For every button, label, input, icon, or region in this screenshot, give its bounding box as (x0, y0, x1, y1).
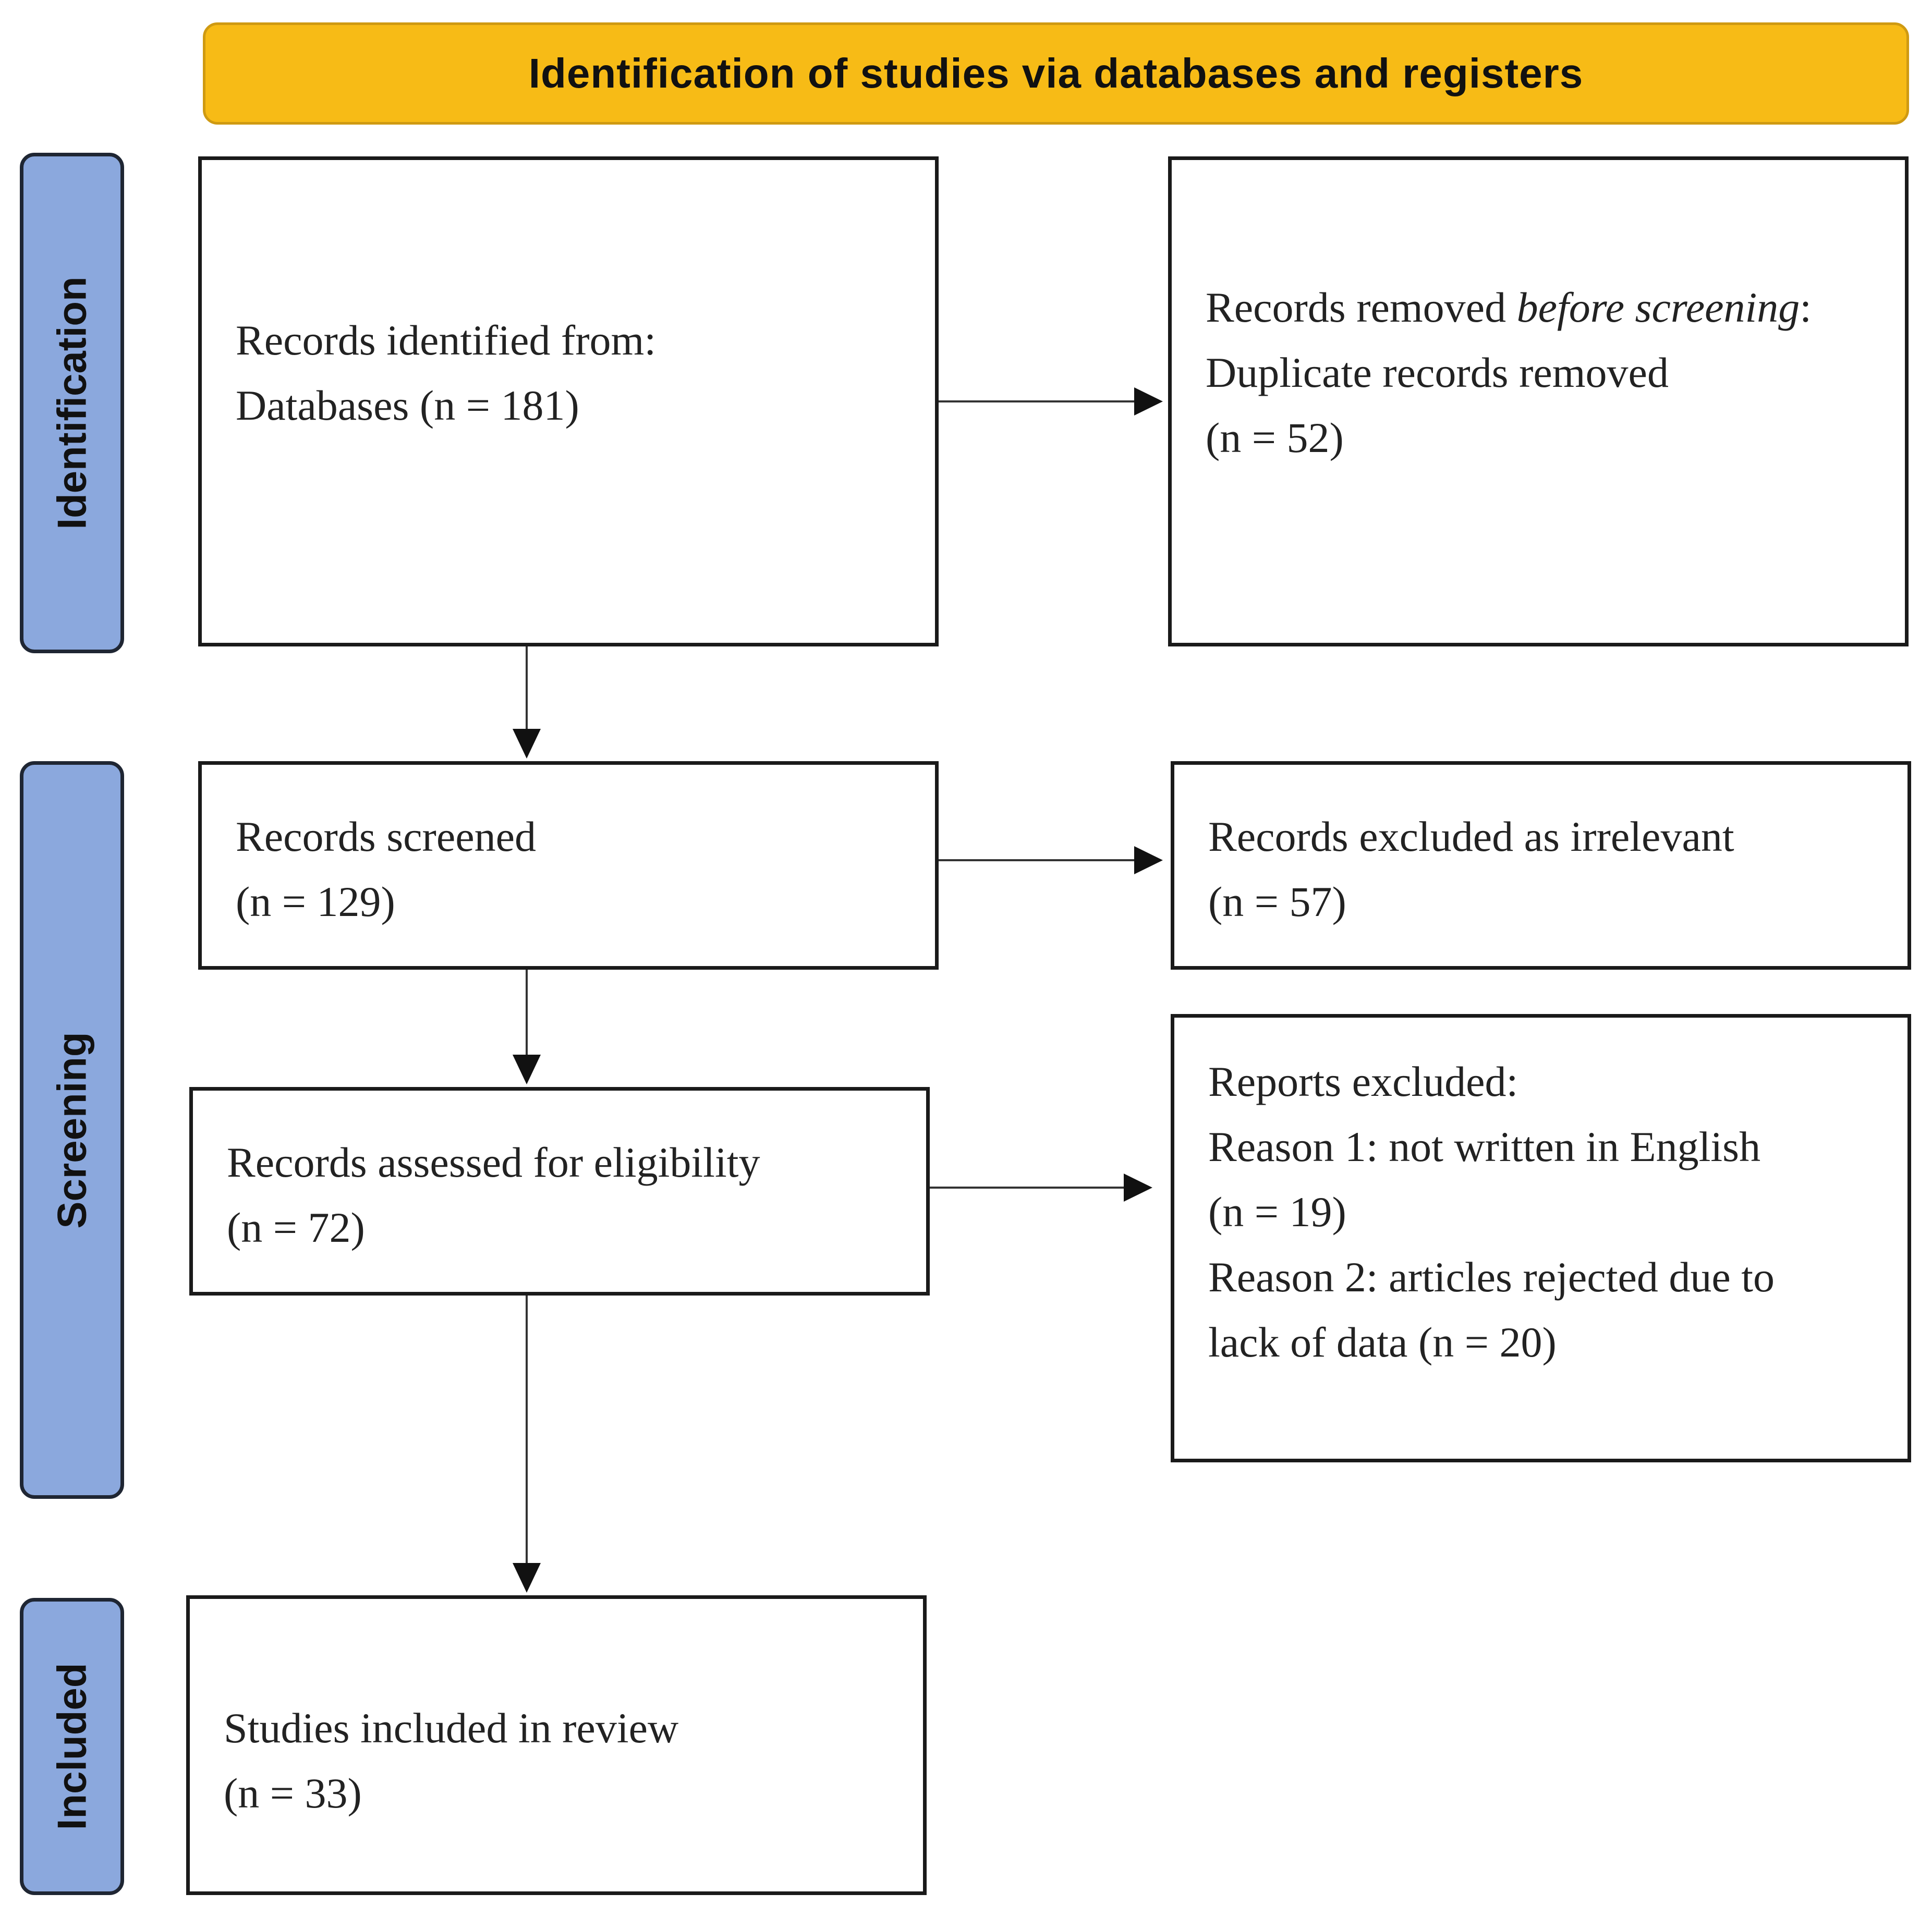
records-assessed-line1: Records assessed for eligibility (227, 1139, 760, 1186)
records-screened-line1: Records screened (236, 813, 537, 860)
records-assessed-box: Records assessed for eligibility (n = 72… (189, 1087, 930, 1296)
records-excluded-line1: Records excluded as irrelevant (1208, 813, 1734, 860)
records-removed-line1-em: before screening (1516, 284, 1800, 331)
records-identified-line2: Databases (n = 181) (236, 382, 579, 429)
records-removed-line3: (n = 52) (1206, 414, 1344, 461)
reports-excluded-line4: Reason 2: articles rejected due to (1208, 1253, 1775, 1301)
stage-included: Included (20, 1598, 124, 1895)
arrowhead-excluded (1134, 846, 1163, 874)
records-assessed-line2: (n = 72) (227, 1204, 365, 1251)
records-removed-box: Records removed before screening: Duplic… (1168, 156, 1909, 646)
reports-excluded-line3: (n = 19) (1208, 1188, 1346, 1236)
records-excluded-line2: (n = 57) (1208, 878, 1346, 925)
records-identified-line1: Records identified from: (236, 316, 657, 364)
studies-included-line2: (n = 33) (224, 1769, 362, 1817)
studies-included-line1: Studies included in review (224, 1704, 679, 1752)
arrowhead-screened (513, 729, 541, 759)
arrowhead-removed (1134, 387, 1163, 416)
reports-excluded-line5: lack of data (n = 20) (1208, 1318, 1557, 1366)
stage-identification: Identification (20, 153, 124, 653)
records-screened-box: Records screened (n = 129) (198, 761, 939, 970)
reports-excluded-line1: Reports excluded: (1208, 1058, 1518, 1105)
stage-screening: Screening (20, 761, 124, 1499)
studies-included-box: Studies included in review (n = 33) (186, 1595, 927, 1895)
arrowhead-assessed (513, 1055, 541, 1084)
records-removed-line1-post: : (1800, 284, 1812, 331)
reports-excluded-line2: Reason 1: not written in English (1208, 1123, 1761, 1170)
arrowhead-reports-excluded (1124, 1174, 1152, 1202)
records-removed-line2: Duplicate records removed (1206, 349, 1669, 396)
records-removed-line1-pre: Records removed (1206, 284, 1517, 331)
identification-banner: Identification of studies via databases … (203, 22, 1909, 125)
records-screened-line2: (n = 129) (236, 878, 395, 925)
arrowhead-included (513, 1563, 541, 1593)
records-removed-line1: Records removed before screening: (1206, 275, 1889, 340)
reports-excluded-box: Reports excluded: Reason 1: not written … (1171, 1014, 1911, 1462)
records-excluded-box: Records excluded as irrelevant (n = 57) (1171, 761, 1911, 970)
records-identified-box: Records identified from: Databases (n = … (198, 156, 939, 646)
banner-title: Identification of studies via databases … (528, 50, 1584, 96)
